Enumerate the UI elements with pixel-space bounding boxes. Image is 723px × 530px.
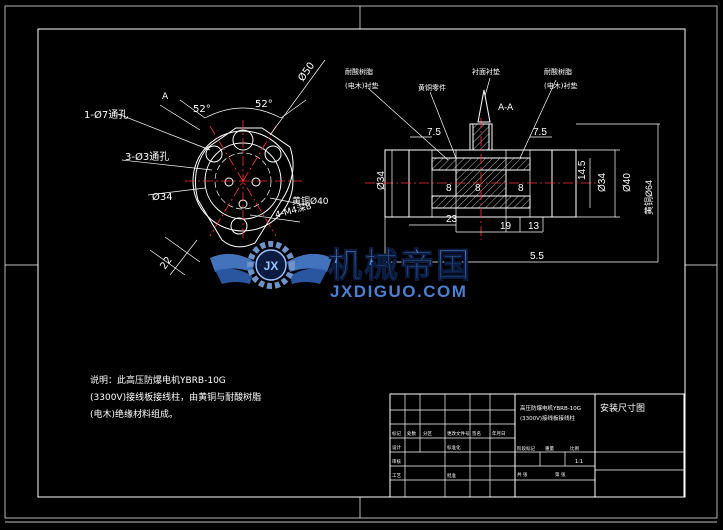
title-block: [389, 393, 685, 498]
title-drawing-name: 安装尺寸图: [600, 402, 645, 414]
note-line-2: (3300V)接线板接线柱，由黄铜与耐酸树脂: [90, 393, 262, 403]
dim-5-5: 5.5: [530, 251, 544, 262]
label-lining: 衬面衬垫: [472, 67, 500, 76]
title-desc-line1: 高压防爆电机YBRB-10G: [520, 404, 581, 412]
dim-8-c: 8: [518, 183, 524, 194]
bolt-circle-label: 黄铜Ø40: [292, 195, 329, 207]
label-insulation-right2: (电木)衬垫: [544, 81, 577, 90]
dim-7-5-left: 7.5: [427, 127, 441, 138]
tb-cell-5: 年月日: [492, 430, 506, 437]
tb-cell-8: 审核: [392, 458, 401, 465]
tb-cell-16: 1:1: [575, 459, 583, 465]
watermark-logo: [210, 241, 332, 289]
dim-14-5: 14.5: [577, 160, 588, 180]
dim-40: Ø40: [622, 173, 633, 192]
note-line-1: 说明：此高压防爆电机YBRB-10G: [90, 376, 226, 386]
dim-19: 19: [500, 221, 512, 232]
tb-cell-1: 处数: [407, 430, 416, 437]
tap-holes-label: 3-Ø3通孔: [125, 151, 169, 163]
dia50-label: Ø50: [296, 60, 318, 84]
outer-border: [4, 5, 718, 519]
tb-cell-15: 第 张: [555, 471, 566, 478]
tb-cell-7: 标准化: [447, 444, 461, 451]
tb-cell-12: 重量: [545, 445, 554, 452]
dim-8-b: 8: [475, 183, 481, 194]
angle-1-label: 52°: [193, 104, 211, 115]
top-view: [117, 59, 326, 276]
tb-cell-9: 工艺: [392, 473, 401, 479]
dim-34-right: Ø34: [597, 173, 608, 192]
watermark-badge: JX: [264, 259, 279, 273]
label-insulation-right: 耐酸树脂: [544, 67, 572, 76]
label-insulation-left2: (电木)衬垫: [345, 81, 378, 90]
dim-23: 23: [446, 214, 458, 225]
tb-cell-14: 共 张: [517, 471, 528, 478]
tb-cell-6: 设计: [392, 444, 401, 451]
tb-cell-13: 比例: [570, 445, 579, 452]
tb-cell-0: 标记: [392, 430, 401, 437]
dim-7-5-right: 7.5: [533, 127, 547, 138]
section-view: [365, 77, 660, 265]
inner-border: [37, 28, 686, 498]
dim-8-a: 8: [446, 183, 452, 194]
thru-hole-label: 1-Ø7通孔: [84, 109, 128, 121]
watermark-brand-en: JXDIGUO.COM: [330, 282, 467, 301]
tb-cell-4: 签名: [472, 430, 481, 437]
tb-cell-2: 分区: [423, 430, 432, 437]
label-brass: 黄铜零件: [418, 83, 446, 92]
title-desc-line2: (3300V)接线板接线柱: [520, 414, 576, 422]
dim-13: 13: [528, 221, 540, 232]
tb-cell-11: 阶段标记: [517, 445, 535, 452]
tb-cell-3: 更改文件号: [447, 430, 470, 437]
dia34-label: Ø34: [152, 191, 173, 203]
watermark-brand-cn: 机械帝国: [328, 246, 472, 286]
note-line-3: (电木)绝缘材料组成。: [90, 410, 179, 420]
section-title: A-A: [498, 103, 514, 113]
dim-64: 黄铜Ø64: [643, 180, 654, 215]
label-insulation-left: 耐酸树脂: [345, 67, 373, 76]
mark-a-label: A: [162, 92, 169, 102]
dim-34-left: Ø34: [376, 171, 387, 190]
tb-cell-10: 批准: [447, 472, 456, 479]
angle-2-label: 52°: [255, 99, 273, 110]
